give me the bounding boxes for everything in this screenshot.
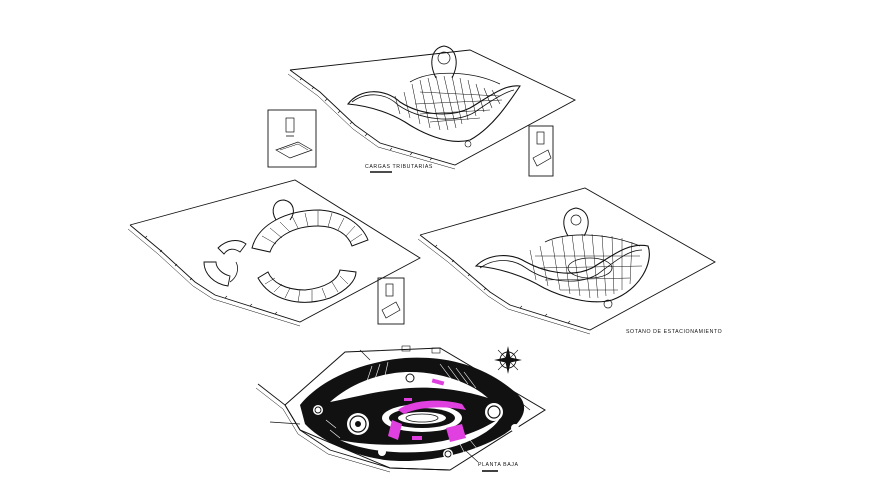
north-arrow-icon [494,346,522,374]
wing-north [251,209,369,253]
structural-grid-sotano [529,233,643,299]
legend-card-icon-right [528,125,554,177]
tower-top [431,45,457,79]
structural-grid-top [394,75,503,131]
building-outline-sotano [474,244,650,303]
label-sotano-estacionamiento: SOTANO DE ESTACIONAMIENTO [626,329,722,335]
wing-south [257,269,357,303]
site-boundary-planta-baja [284,347,546,471]
tower-sotano [563,207,589,237]
plan-sotano-estacionamiento: SOTANO DE ESTACIONAMIENTO [417,187,722,335]
arc-segment-b [203,261,231,287]
highlight-band [388,378,466,442]
road-edge-marks [299,77,433,161]
plan-middle-left [127,179,421,327]
label-planta-baja: PLANTA BAJA [478,462,519,468]
plan-planta-baja: PLANTA BAJA [255,345,546,473]
label-cargas-tributarias: CARGAS TRIBUTARIAS [365,164,433,170]
legend-card-icon-middle [377,277,405,325]
tower-middle-left [272,199,294,221]
legend-card-icon [267,109,317,168]
building-outline-top [346,85,521,142]
arc-segment-a [217,240,247,255]
plan-cargas-tributarias: CARGAS TRIBUTARIAS [267,45,576,177]
